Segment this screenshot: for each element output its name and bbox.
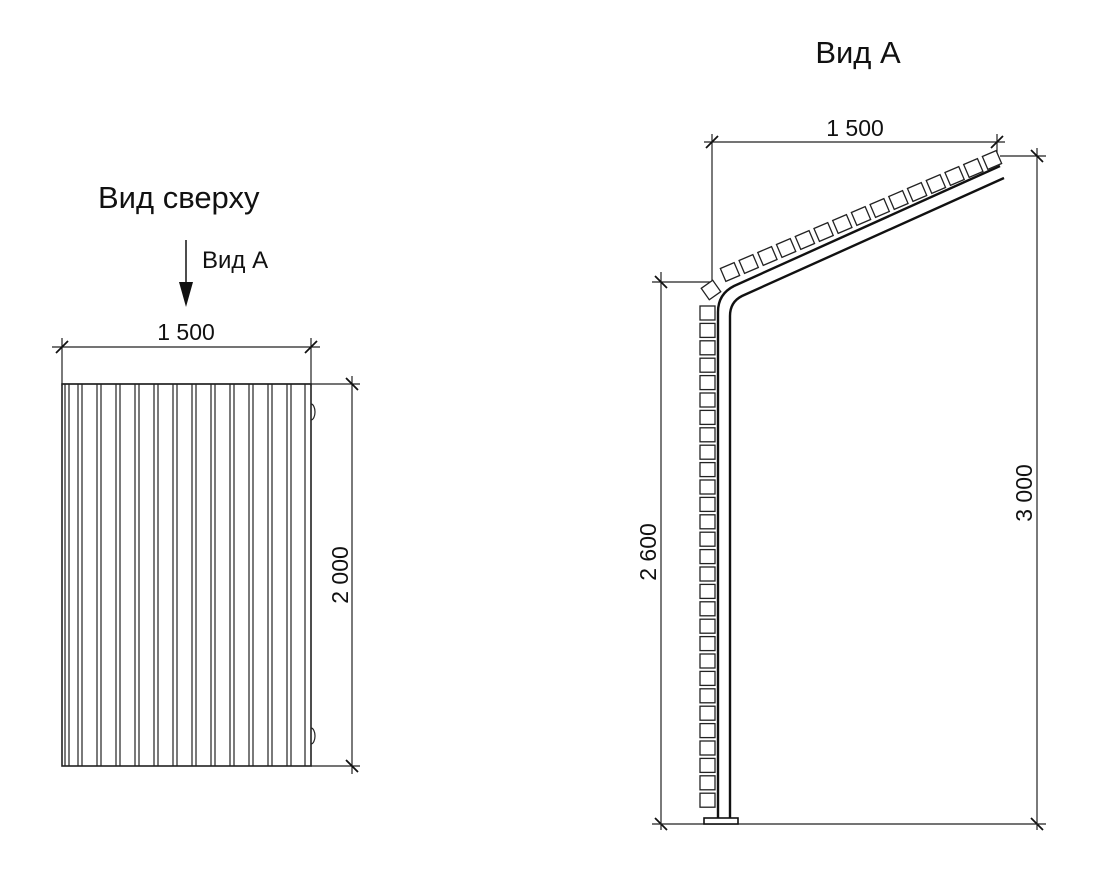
arrow-head xyxy=(179,282,193,307)
column-rib xyxy=(699,775,716,791)
column-rib xyxy=(699,357,716,373)
column-rib xyxy=(699,444,716,460)
top-view-title: Вид сверху xyxy=(98,180,260,215)
column-rib xyxy=(699,514,716,530)
column-rib xyxy=(699,461,716,478)
roof-rib xyxy=(850,205,872,227)
roof-rib xyxy=(887,189,909,211)
post-bump-top xyxy=(310,403,316,421)
post-pipe-outer xyxy=(728,176,1005,818)
side-view: Вид А 1 500 3 000 2 600 xyxy=(635,35,1046,831)
roof-rib xyxy=(981,149,1003,171)
column-rib xyxy=(699,322,716,339)
roof-rib xyxy=(738,253,760,275)
column-sheet-ribs xyxy=(699,305,716,808)
roof-rib xyxy=(944,165,966,187)
top-length-value: 2 000 xyxy=(327,546,353,604)
tick-left xyxy=(705,135,719,149)
view-a-arrow-label: Вид А xyxy=(202,247,268,274)
column-rib xyxy=(699,409,716,426)
tick-bottom xyxy=(345,759,359,773)
column-rib xyxy=(699,305,716,321)
side-width-value: 1 500 xyxy=(826,115,884,141)
top-width-value: 1 500 xyxy=(157,319,215,345)
tick-right xyxy=(304,340,318,354)
column-rib xyxy=(699,722,716,739)
roof-rib xyxy=(869,197,891,219)
column-rib xyxy=(699,496,716,513)
column-rib xyxy=(699,670,716,687)
overall-height-value: 3 000 xyxy=(1011,464,1037,522)
column-rib xyxy=(699,688,716,704)
column-rib xyxy=(699,427,716,443)
side-width-dimension xyxy=(704,134,1005,290)
tick-left xyxy=(55,340,69,354)
column-rib xyxy=(699,740,716,756)
column-rib xyxy=(699,566,716,582)
tick-top xyxy=(1030,149,1044,163)
roof-rib xyxy=(831,213,853,235)
column-rib xyxy=(699,757,716,774)
top-width-dimension xyxy=(52,338,320,386)
roof-rib xyxy=(794,229,816,251)
view-direction-arrow xyxy=(179,240,193,307)
post-bump-bottom xyxy=(310,727,316,745)
column-rib xyxy=(699,548,716,565)
roof-rib xyxy=(813,221,835,243)
post-pipe-inner xyxy=(716,164,1001,818)
column-rib xyxy=(699,479,716,495)
column-rib xyxy=(699,653,716,669)
bend-rib xyxy=(700,279,722,301)
column-rib xyxy=(699,374,716,391)
roof-sheet-ribs xyxy=(719,149,1003,283)
tick-right xyxy=(990,135,1004,149)
roof-rib xyxy=(775,237,797,259)
panel-outline xyxy=(61,383,312,767)
roof-rib xyxy=(756,245,778,267)
roof-panel-plan xyxy=(61,383,316,767)
column-rib xyxy=(699,618,716,634)
roof-rib xyxy=(925,173,947,195)
column-rib xyxy=(699,392,716,408)
column-rib xyxy=(699,601,716,617)
top-view: Вид сверху Вид А 1 500 2 000 xyxy=(52,180,360,774)
roof-rib xyxy=(719,261,741,283)
column-rib xyxy=(699,340,716,356)
side-view-title: Вид А xyxy=(815,35,901,70)
roof-rib xyxy=(962,157,984,179)
column-rib xyxy=(699,635,716,652)
base-plate xyxy=(703,817,739,825)
tick-top xyxy=(654,275,668,289)
column-rib xyxy=(699,531,716,547)
column-rib xyxy=(699,583,716,600)
tick-top xyxy=(345,377,359,391)
overall-height-dimension xyxy=(1000,148,1046,831)
low-height-value: 2 600 xyxy=(635,523,661,581)
column-rib xyxy=(699,705,716,721)
roof-rib xyxy=(906,181,928,203)
column-rib xyxy=(699,792,716,808)
